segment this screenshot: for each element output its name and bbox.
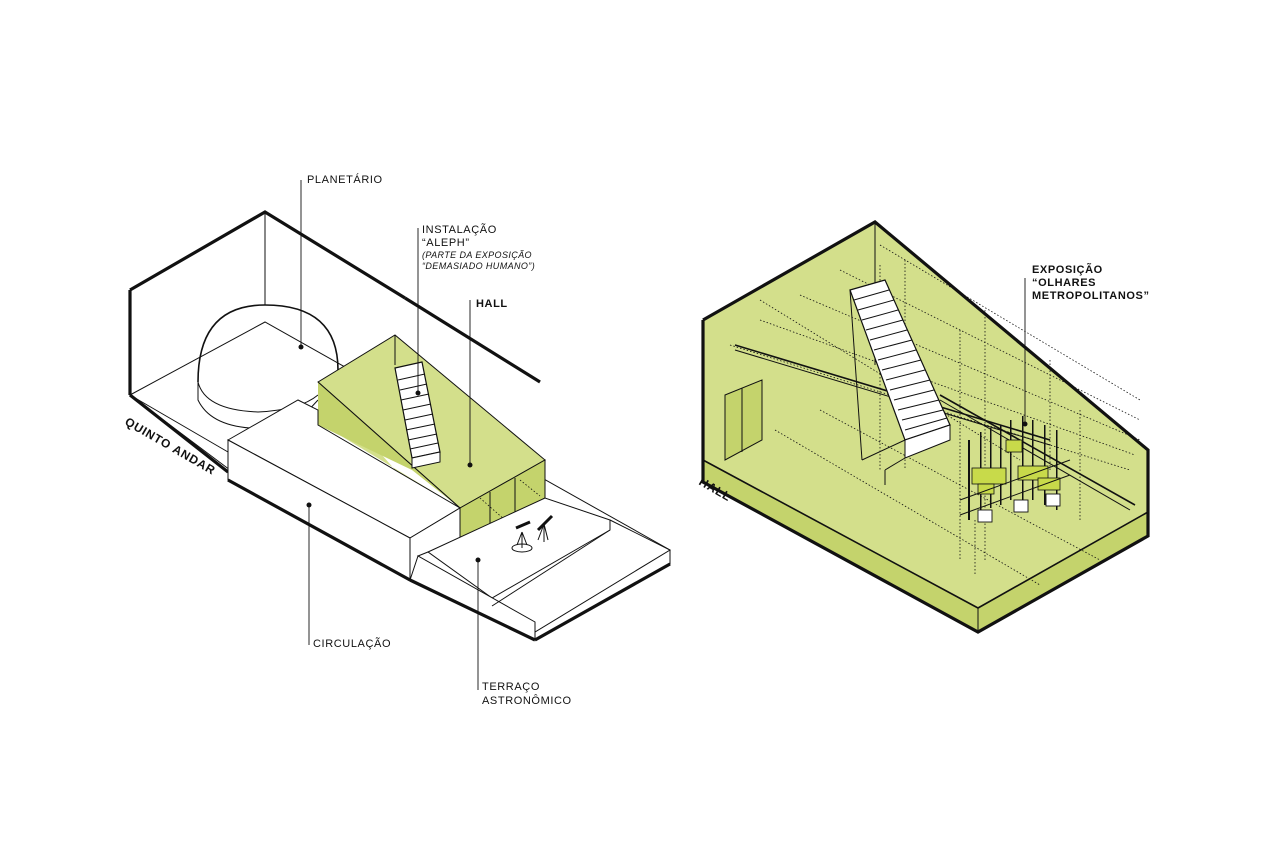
label-hall: HALL: [476, 298, 508, 310]
door: [724, 379, 763, 461]
label-exposicao-line2: “OLHARES: [1032, 277, 1096, 289]
label-instalacao-line1: INSTALAÇÃO: [422, 223, 497, 236]
label-planetario: PLANETÁRIO: [307, 173, 383, 186]
right-isometric-volume: [701, 220, 1150, 634]
telescope-icon: [511, 520, 533, 553]
telescope-icon: [536, 514, 554, 542]
planetarium-dome: [197, 212, 339, 429]
label-exposicao-line1: EXPOSIÇÃO: [1032, 263, 1103, 276]
label-circulacao: CIRCULAÇÃO: [313, 637, 391, 650]
label-instalacao-line3: (PARTE DA EXPOSIÇÃO: [422, 250, 532, 260]
leader-lines: [298, 180, 481, 690]
circulation-block: [226, 399, 461, 582]
exhibition-structure: [959, 416, 1071, 523]
label-instalacao-line4: “DEMASIADO HUMANO”): [422, 261, 535, 271]
left-isometric-volume: [128, 180, 671, 690]
label-instalacao-line2: “ALEPH”: [422, 237, 470, 249]
hall-stair: [849, 279, 951, 485]
label-terraco-line1: TERRAÇO: [482, 681, 540, 693]
aleph-installation-stair: [394, 361, 441, 469]
label-exposicao-line3: METROPOLITANOS”: [1032, 290, 1150, 302]
label-terraco-line2: ASTRONÔMICO: [482, 694, 572, 707]
